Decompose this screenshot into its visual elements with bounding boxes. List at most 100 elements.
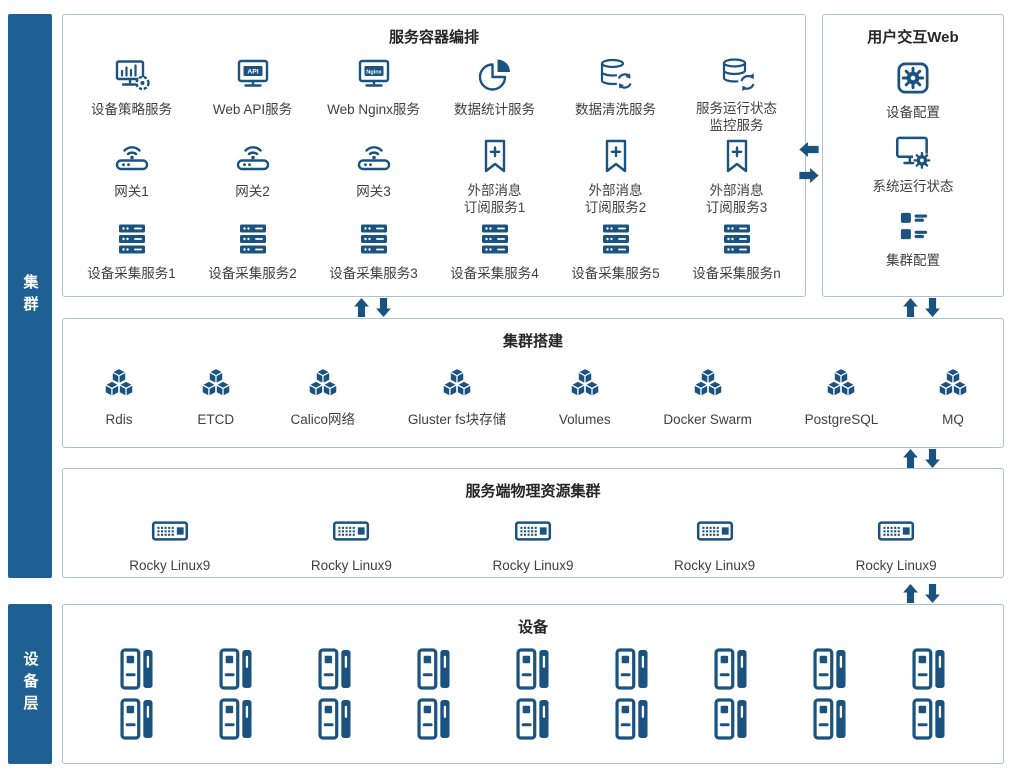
- device-cabinet-icon: [114, 697, 160, 741]
- server-stack-icon: [233, 217, 273, 261]
- cubes-icon: [819, 363, 863, 407]
- sidebar-device-layer-label: 设备层: [21, 651, 39, 717]
- server-unit-icon: [875, 509, 917, 553]
- device-cabinet-icon: [411, 647, 457, 691]
- cluster-setup-label: Rdis: [105, 412, 133, 427]
- device-item: [312, 647, 358, 691]
- orchestration-service-item: 设备采集服务1: [71, 217, 192, 299]
- sidebar-device-layer: 设备层: [8, 604, 52, 764]
- orchestration-service-label: 外部消息 订阅服务3: [705, 182, 768, 216]
- device-item: [114, 647, 160, 691]
- user-web-item: 设备配置: [823, 56, 1003, 122]
- orchestration-service-item: 设备采集服务n: [676, 217, 797, 299]
- svg-text:Nginx: Nginx: [366, 69, 382, 75]
- device-item: [114, 697, 160, 741]
- orchestration-service-label: 设备策略服务: [91, 102, 172, 117]
- cluster-setup-item: MQ: [931, 363, 975, 429]
- physical-node-label: Rocky Linux9: [674, 558, 756, 573]
- physical-node-item: Rocky Linux9: [674, 509, 755, 575]
- arrow-up-icon: [903, 449, 918, 468]
- orchestration-service-item: 服务运行状态 监控服务: [676, 53, 797, 135]
- orchestration-service-item: 外部消息 订阅服务2: [555, 135, 676, 217]
- cubes-icon: [931, 363, 975, 407]
- flow-arrows-physical-devices: [903, 584, 940, 603]
- orchestration-service-label: 数据统计服务: [454, 102, 535, 117]
- db-monitor-icon: [717, 53, 757, 96]
- orchestration-service-label: Web API服务: [212, 102, 293, 117]
- orchestration-service-label: 设备采集服务3: [329, 266, 418, 281]
- device-cabinet-icon: [114, 647, 160, 691]
- device-cabinet-icon: [906, 647, 952, 691]
- device-cabinet-icon: [312, 697, 358, 741]
- server-stack-icon: [354, 217, 394, 261]
- cluster-setup-title: 集群搭建: [502, 333, 563, 350]
- pie-chart-icon: [475, 53, 515, 97]
- server-stack-icon: [112, 217, 152, 261]
- orchestration-service-label: 网关3: [356, 184, 391, 199]
- panel-user-web: 用户交互Web 设备配置系统运行状态集群配置: [822, 14, 1004, 297]
- monitor-chart-icon: [112, 53, 152, 97]
- user-web-items: 设备配置系统运行状态集群配置: [823, 47, 1003, 286]
- server-stack-icon: [596, 217, 636, 261]
- device-item: [708, 647, 754, 691]
- orchestration-service-item: 数据清洗服务: [555, 53, 676, 135]
- orchestration-service-label: 网关2: [235, 184, 270, 199]
- devices-grid: [63, 637, 1003, 741]
- physical-node-item: Rocky Linux9: [311, 509, 392, 575]
- devices-title: 设备: [517, 619, 548, 636]
- arrow-down-icon: [925, 298, 940, 317]
- device-cabinet-icon: [213, 647, 259, 691]
- device-item: [312, 697, 358, 741]
- orchestration-service-item: 设备采集服务2: [192, 217, 313, 299]
- gateway-icon: [112, 135, 152, 179]
- cluster-setup-label: Gluster fs块存储: [407, 412, 507, 427]
- orchestration-service-item: 外部消息 订阅服务3: [676, 135, 797, 217]
- cluster-setup-label: Docker Swarm: [663, 412, 752, 427]
- device-item: [411, 697, 457, 741]
- orchestration-service-label: 外部消息 订阅服务1: [463, 182, 526, 216]
- subscribe-icon: [717, 135, 757, 178]
- cluster-config-icon: [892, 204, 934, 248]
- cluster-setup-label: ETCD: [197, 412, 235, 427]
- orchestration-service-label: 设备采集服务4: [450, 266, 539, 281]
- cluster-setup-item: ETCD: [194, 363, 238, 429]
- server-unit-icon: [330, 509, 372, 553]
- orchestration-service-item: 设备策略服务: [71, 53, 192, 135]
- orchestration-service-label: 网关1: [114, 184, 149, 199]
- cubes-icon: [686, 363, 730, 407]
- device-item: [213, 697, 259, 741]
- device-item: [510, 647, 556, 691]
- cluster-setup-item: Volumes: [559, 363, 611, 429]
- orchestration-service-item: 网关3: [313, 135, 434, 217]
- orchestration-service-label: 外部消息 订阅服务2: [584, 182, 647, 216]
- server-unit-icon: [512, 509, 554, 553]
- device-cabinet-icon: [708, 697, 754, 741]
- cubes-icon: [97, 363, 141, 407]
- orchestration-service-item: API Web API服务: [192, 53, 313, 135]
- cluster-setup-label: MQ: [942, 412, 964, 427]
- user-web-label: 设备配置: [886, 104, 940, 120]
- physical-node-label: Rocky Linux9: [129, 558, 211, 573]
- orchestration-service-label: 设备采集服务2: [208, 266, 297, 281]
- device-item: [807, 647, 853, 691]
- svg-text:API: API: [247, 69, 258, 76]
- arrow-up-icon: [354, 298, 369, 317]
- orchestration-service-item: 网关2: [192, 135, 313, 217]
- device-item: [411, 647, 457, 691]
- cluster-setup-item: Gluster fs块存储: [408, 363, 506, 429]
- gateway-icon: [354, 135, 394, 179]
- user-web-label: 系统运行状态: [872, 178, 954, 194]
- orchestration-service-label: 服务运行状态 监控服务: [696, 100, 777, 134]
- device-item: [609, 697, 655, 741]
- orchestration-title: 服务容器编排: [388, 29, 479, 46]
- orchestration-service-item: 设备采集服务4: [434, 217, 555, 299]
- orchestration-service-item: 数据统计服务: [434, 53, 555, 135]
- flow-arrows-setup-physical: [903, 449, 940, 468]
- user-web-label: 集群配置: [886, 252, 940, 268]
- device-cabinet-icon: [510, 697, 556, 741]
- gateway-icon: [233, 135, 273, 179]
